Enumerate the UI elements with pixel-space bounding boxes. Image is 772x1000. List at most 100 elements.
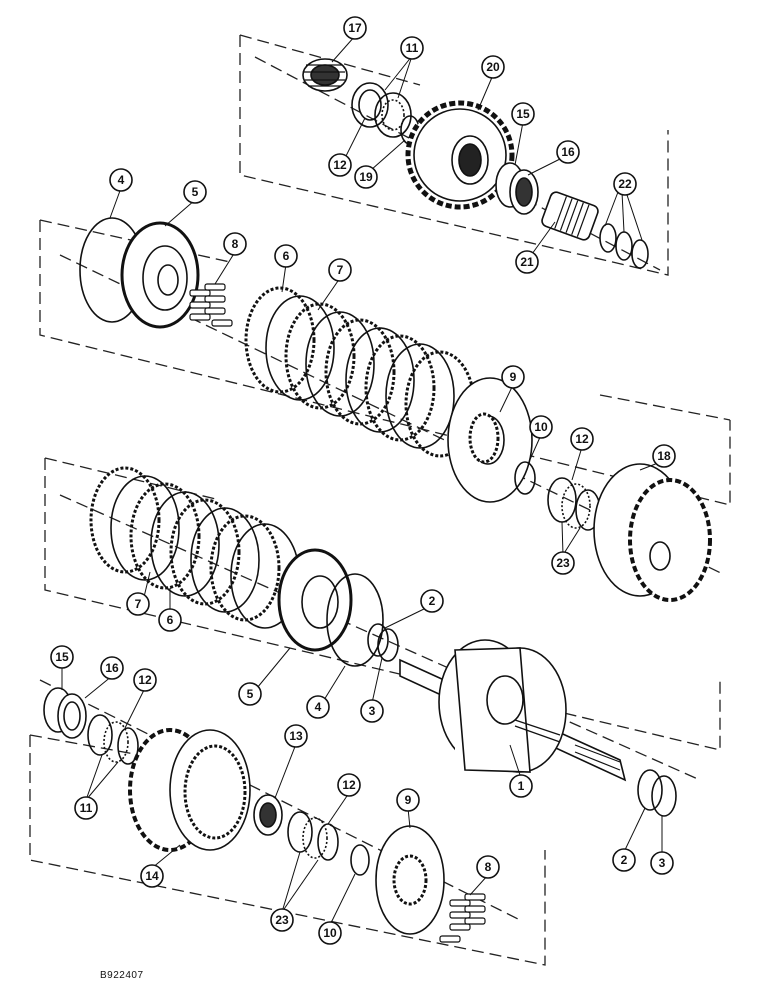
callout-circle (529, 415, 553, 439)
callout-circle (100, 656, 124, 680)
callout-2: 2 (612, 848, 636, 872)
callout-17: 17 (343, 16, 367, 40)
snap-ring-10-bottom (350, 844, 370, 876)
callout-23: 23 (270, 908, 294, 932)
callout-circle (337, 773, 361, 797)
callout-number: 6 (167, 613, 174, 627)
callout-circle (183, 180, 207, 204)
callout-12: 12 (570, 427, 594, 451)
callout-number: 7 (337, 263, 344, 277)
callout-6: 6 (274, 244, 298, 268)
callout-number: 15 (516, 107, 530, 121)
callout-circle (328, 258, 352, 282)
drawing-code: B922407 (100, 970, 144, 981)
callout-circle (50, 645, 74, 669)
callout-number: 3 (369, 704, 376, 718)
piston-5-top (120, 221, 200, 329)
callout-8: 8 (223, 232, 247, 256)
callout-circle (396, 788, 420, 812)
callout-circle (515, 250, 539, 274)
callout-number: 8 (232, 237, 239, 251)
callout-circle (556, 140, 580, 164)
callout-number: 16 (105, 661, 119, 675)
thrust-bearing-11-top (351, 82, 412, 138)
callout-11: 11 (400, 36, 424, 60)
callout-circle (613, 172, 637, 196)
callout-number: 20 (486, 60, 500, 74)
seal-rings-2-3-lower (637, 769, 677, 817)
callout-circle (284, 724, 308, 748)
callout-circle (318, 921, 342, 945)
callout-15: 15 (511, 102, 535, 126)
callout-circle (511, 102, 535, 126)
gear-hub-18 (593, 463, 712, 602)
callout-7: 7 (126, 592, 150, 616)
gear-drum-14 (128, 728, 251, 852)
callout-22: 22 (613, 172, 637, 196)
callout-number: 22 (618, 177, 632, 191)
callout-1: 1 (509, 774, 533, 798)
callout-number: 21 (520, 255, 534, 269)
callout-circle (306, 695, 330, 719)
callout-number: 10 (534, 420, 548, 434)
callout-12: 12 (337, 773, 361, 797)
o-ring-4-bottom (326, 573, 384, 667)
thrust-bearing-11-12-bottom (87, 714, 139, 765)
callout-number: 10 (323, 926, 337, 940)
callout-number: 14 (145, 869, 159, 883)
callout-circle (270, 908, 294, 932)
leader-lines (61, 35, 663, 926)
callout-number: 11 (406, 41, 419, 55)
callout-18: 18 (652, 444, 676, 468)
callout-7: 7 (328, 258, 352, 282)
callout-number: 7 (135, 597, 142, 611)
springs-8-top (189, 283, 233, 327)
clutch-discs-6-7-top (244, 286, 476, 458)
callout-5: 5 (238, 682, 262, 706)
callout-2: 2 (420, 589, 444, 613)
callout-number: 5 (247, 687, 254, 701)
clutch-discs-6-7-bottom (89, 466, 300, 629)
callout-circle (238, 682, 262, 706)
callout-9: 9 (501, 365, 525, 389)
callout-circle (420, 589, 444, 613)
backing-plate-9-bottom (375, 825, 445, 935)
callout-circle (133, 668, 157, 692)
callout-circle (140, 864, 164, 888)
callout-circle (509, 774, 533, 798)
callout-circle (274, 244, 298, 268)
callout-circle (74, 796, 98, 820)
callout-circle (328, 153, 352, 177)
callout-number: 3 (659, 856, 666, 870)
callout-number: 2 (621, 853, 628, 867)
callout-circle (476, 855, 500, 879)
callout-number: 4 (315, 700, 322, 714)
callout-number: 12 (342, 778, 356, 792)
callout-8: 8 (476, 855, 500, 879)
callout-19: 19 (354, 165, 378, 189)
callout-number: 12 (575, 432, 589, 446)
callout-3: 3 (650, 851, 674, 875)
callout-circle (223, 232, 247, 256)
seal-rings-2-3-upper (367, 623, 399, 662)
callout-number: 23 (275, 913, 289, 927)
callout-number: 13 (289, 729, 303, 743)
callout-circle (570, 427, 594, 451)
needle-bearing-13 (253, 794, 283, 836)
callout-number: 11 (80, 801, 93, 815)
callout-16: 16 (100, 656, 124, 680)
backing-plate-9-top (447, 377, 533, 503)
thrust-bearing-12-23-lower (287, 811, 339, 861)
callout-number: 15 (55, 650, 69, 664)
callout-21: 21 (515, 250, 539, 274)
callout-10: 10 (529, 415, 553, 439)
callout-4: 4 (109, 168, 133, 192)
callout-number: 12 (138, 673, 152, 687)
callout-12: 12 (133, 668, 157, 692)
snap-ring-10-top (514, 461, 536, 495)
callout-9: 9 (396, 788, 420, 812)
callout-number: 4 (118, 173, 125, 187)
callout-circle (126, 592, 150, 616)
